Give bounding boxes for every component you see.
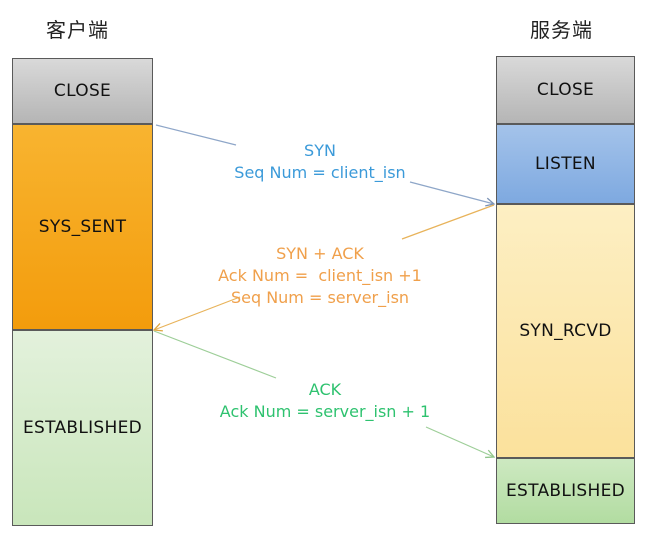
server-state-listen: LISTEN: [496, 124, 635, 204]
ack-arrow-segment-1: [153, 330, 277, 379]
syn-seq-num: Seq Num = client_isn: [234, 163, 406, 182]
syn-arrow-segment-2: [409, 181, 494, 204]
syn-message-label: SYN Seq Num = client_isn: [200, 140, 440, 184]
ack-arrow-segment-2: [425, 426, 494, 457]
server-state-established: ESTABLISHED: [496, 458, 635, 524]
syn-ack-arrow-segment-1: [401, 204, 495, 240]
ack-ack-num: Ack Num = server_isn + 1: [219, 402, 431, 421]
ack-title: ACK: [308, 380, 342, 399]
ack-message-label: ACK Ack Num = server_isn + 1: [190, 379, 460, 423]
server-heading: 服务端: [530, 18, 593, 42]
syn-title: SYN: [304, 141, 336, 160]
syn-arrow-segment-1: [155, 124, 237, 146]
syn-ack-title: SYN + ACK: [276, 244, 364, 263]
syn-ack-message-label: SYN + ACK Ack Num = client_isn +1 Seq Nu…: [190, 243, 450, 309]
syn-ack-arrow-segment-2: [154, 296, 241, 330]
server-state-close: CLOSE: [496, 56, 635, 124]
syn-ack-seq-num: Seq Num = server_isn: [230, 288, 410, 307]
client-state-close: CLOSE: [12, 58, 153, 124]
client-heading: 客户端: [46, 18, 109, 42]
server-state-syn-rcvd: SYN_RCVD: [496, 204, 635, 458]
client-state-established: ESTABLISHED: [12, 330, 153, 526]
syn-ack-ack-num: Ack Num = client_isn +1: [218, 266, 422, 285]
client-state-sys-sent: SYS_SENT: [12, 124, 153, 330]
